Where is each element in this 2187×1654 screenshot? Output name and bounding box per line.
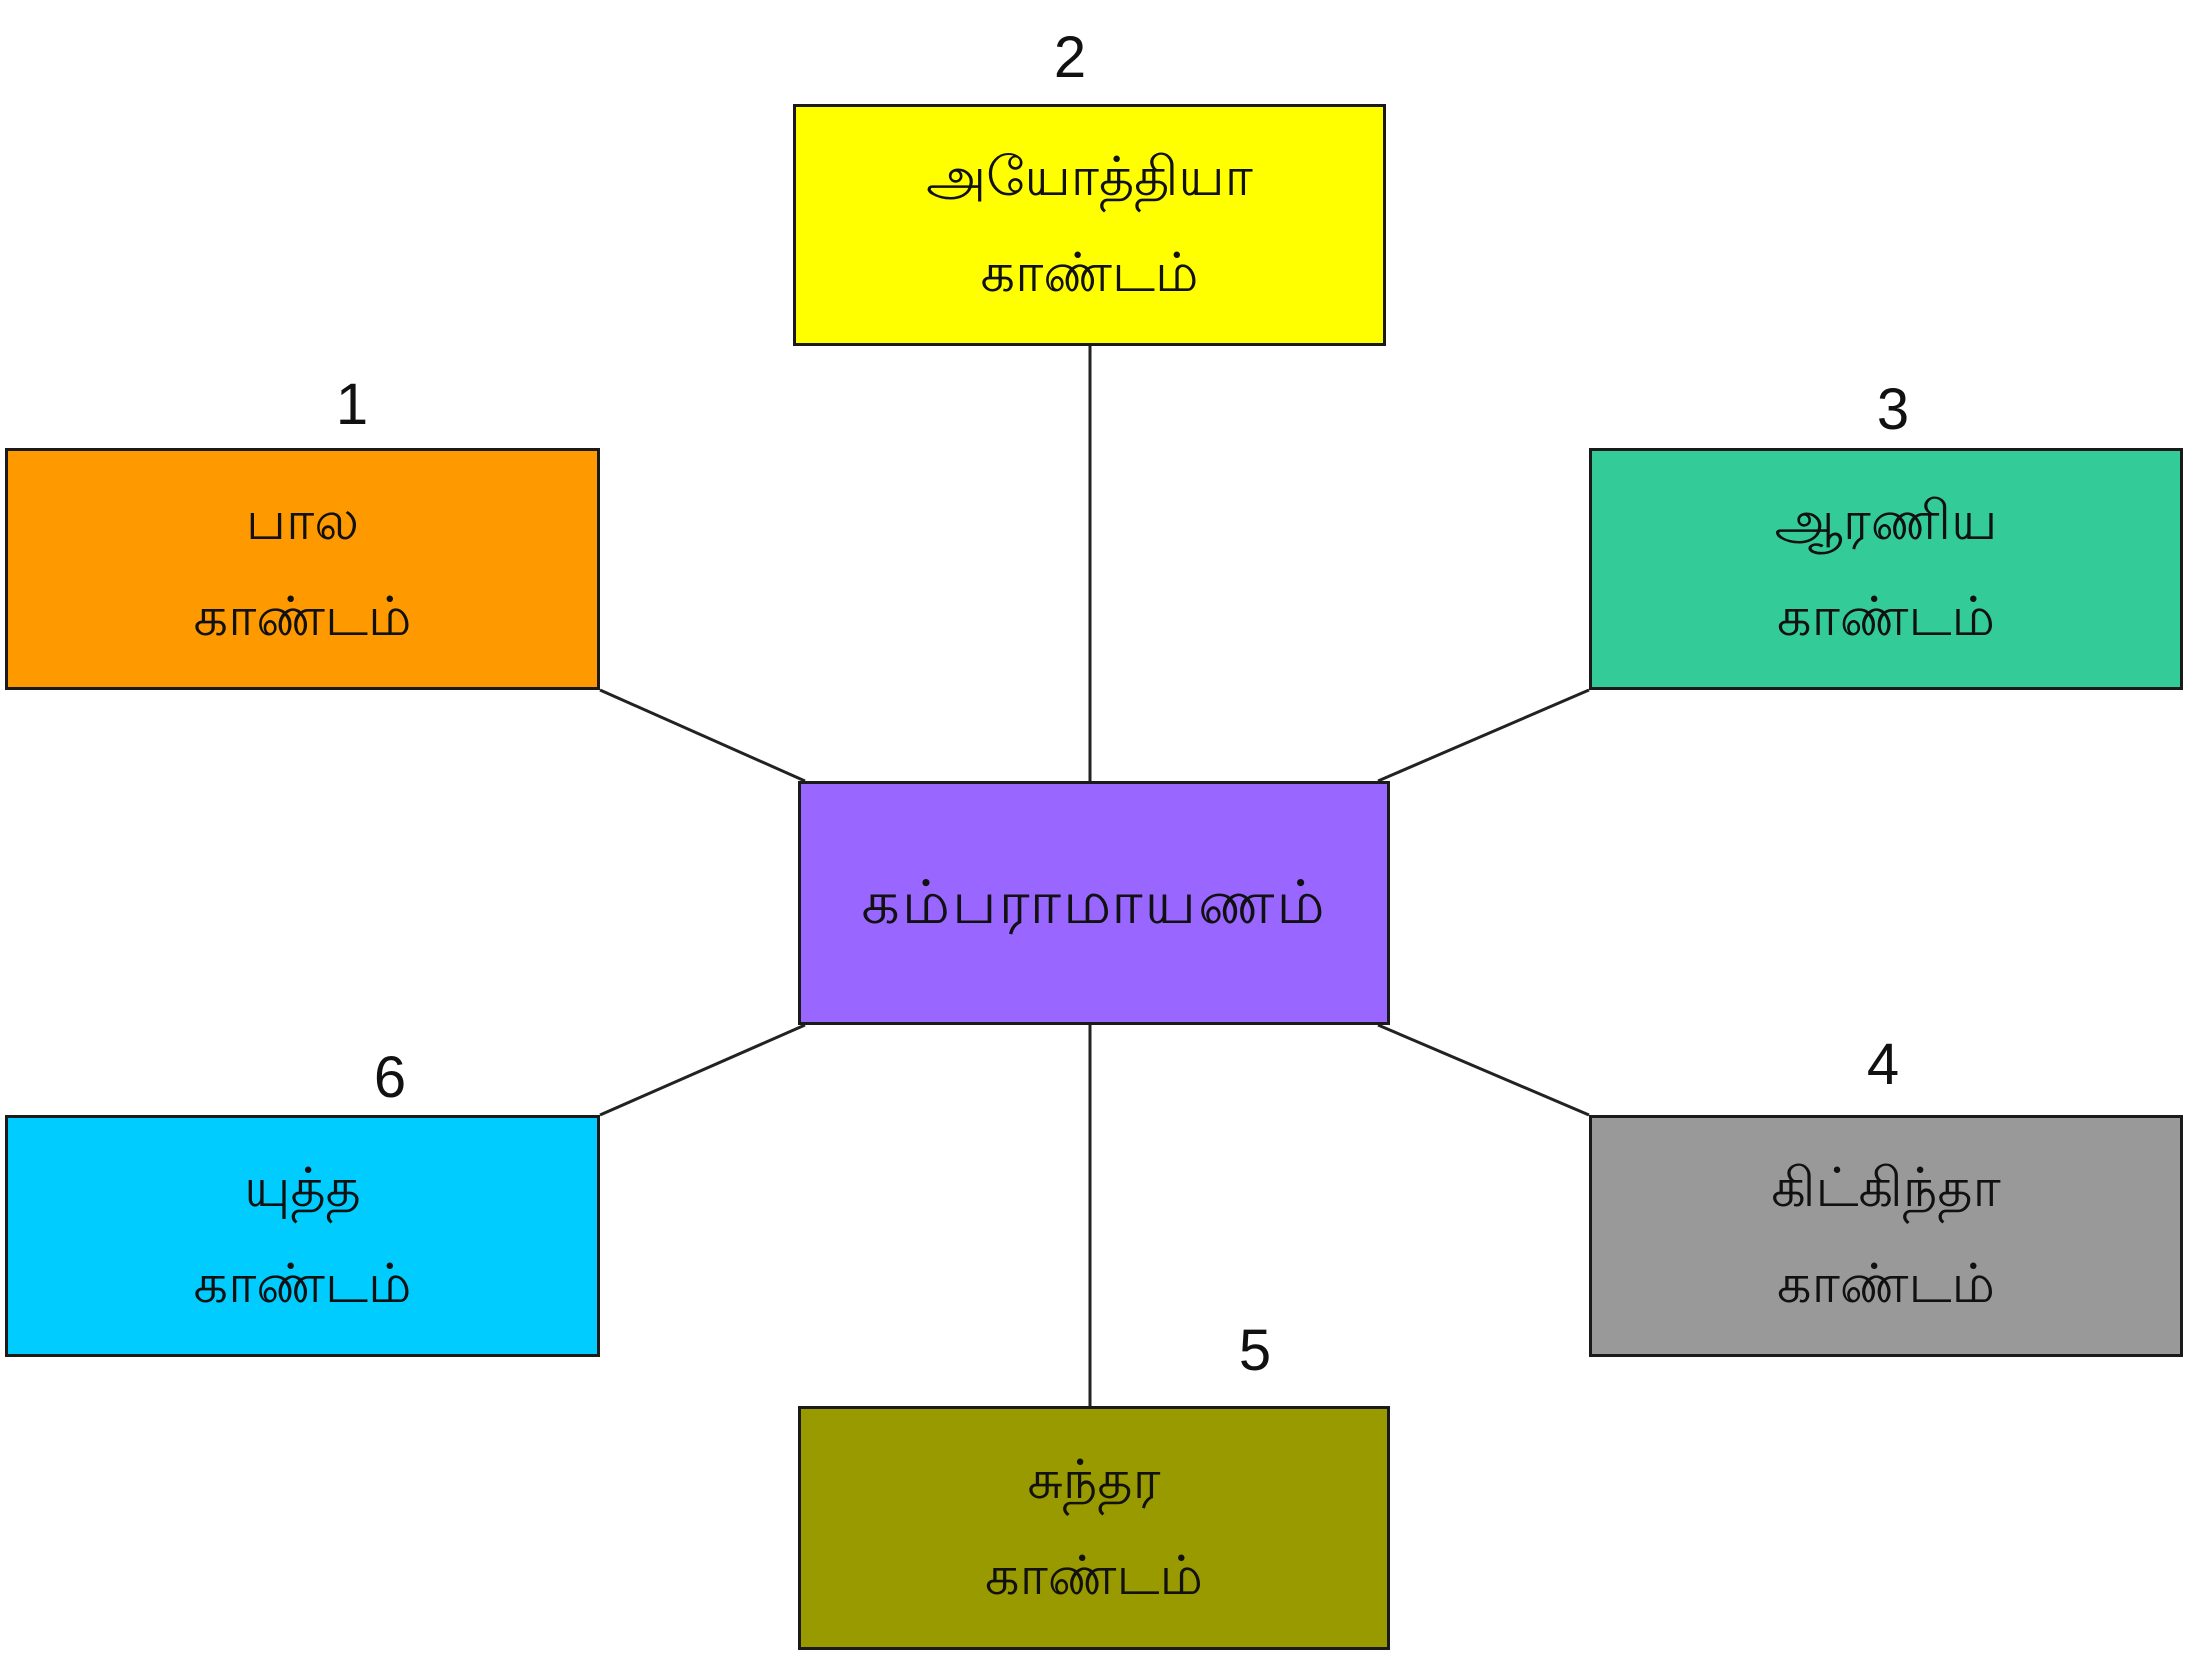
node-2-line1: அயோத்தியா xyxy=(926,145,1253,208)
connector-center-to-node-4 xyxy=(1377,1023,1590,1117)
center-node: கம்பராமாயணம் xyxy=(798,781,1390,1025)
node-3-line1: ஆரணிய xyxy=(1774,489,1998,552)
node-6-line2: காண்டம் xyxy=(193,1252,412,1315)
node-6-line1: யுத்த xyxy=(244,1156,361,1219)
node-4-number: 4 xyxy=(1866,1032,1900,1097)
node-1-line1: பால xyxy=(245,489,360,552)
node-3-number: 3 xyxy=(1876,377,1910,442)
node-5: சுந்தர காண்டம் xyxy=(798,1406,1390,1650)
connector-center-to-node-3 xyxy=(1377,688,1590,783)
center-node-label: கம்பராமாயணம் xyxy=(861,868,1327,938)
node-4-line2: காண்டம் xyxy=(1777,1252,1995,1315)
node-2: அயோத்தியா காண்டம் xyxy=(793,104,1386,346)
node-5-line2: காண்டம் xyxy=(985,1544,1203,1607)
node-4-line1: கிட்கிந்தா xyxy=(1771,1156,2001,1219)
node-3-line2: காண்டம் xyxy=(1777,585,1995,648)
node-2-number: 2 xyxy=(1053,25,1087,90)
node-6: யுத்த காண்டம் xyxy=(5,1115,600,1357)
node-3: ஆரணிய காண்டம் xyxy=(1589,448,2183,690)
node-1-number: 1 xyxy=(335,372,369,437)
node-1: பால காண்டம் xyxy=(5,448,600,690)
connector-center-to-node-6 xyxy=(599,1023,806,1117)
node-5-line1: சுந்தர xyxy=(1027,1448,1161,1511)
node-4: கிட்கிந்தா காண்டம் xyxy=(1589,1115,2183,1357)
node-6-number: 6 xyxy=(373,1045,407,1110)
connector-center-to-node-1 xyxy=(599,688,806,783)
node-1-line2: காண்டம் xyxy=(193,585,412,648)
node-5-number: 5 xyxy=(1238,1318,1272,1383)
node-2-line2: காண்டம் xyxy=(980,241,1199,304)
